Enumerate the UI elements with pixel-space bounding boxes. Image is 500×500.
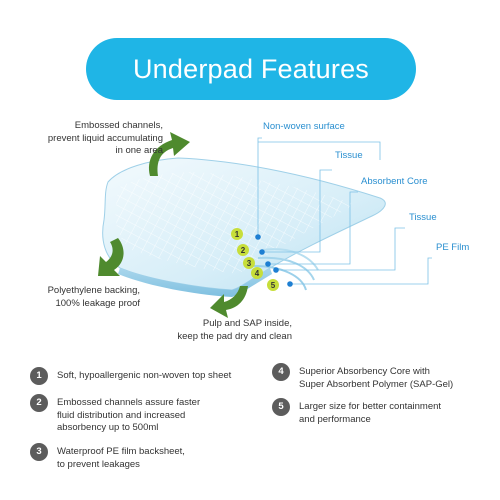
feature-item-4: 4 Superior Absorbency Core with Super Ab… (272, 363, 494, 391)
feature-text: Larger size for better containment and p… (299, 401, 442, 425)
number-badge-icon: 2 (30, 394, 48, 412)
number-badge-icon: 5 (272, 398, 290, 416)
leader-lines (257, 137, 432, 285)
layer-badge-3: 3 (247, 259, 252, 268)
page-title: Underpad Features (132, 53, 370, 84)
number-badge-icon: 3 (30, 443, 48, 461)
layer-label-5: PE Film (436, 242, 470, 253)
curved-arrow-icon (98, 238, 124, 276)
feature-text: Superior Absorbency Core with Super Abso… (299, 366, 454, 390)
layer-dot-icon (265, 261, 271, 267)
number-badge-icon: 4 (272, 363, 290, 381)
curved-arrow-icon (210, 286, 248, 318)
feature-item-3: 3 Waterproof PE film backsheet, to preve… (30, 443, 250, 471)
layer-label-2: Tissue (335, 150, 363, 161)
layer-badge-2: 2 (241, 246, 246, 255)
underpad-shape (102, 157, 386, 297)
layer-badge-1: 1 (235, 230, 240, 239)
layer-dot-icon (287, 281, 293, 287)
feature-item-1: 1 Soft, hypoallergenic non-woven top she… (30, 367, 270, 385)
number-badge-icon (237, 244, 249, 256)
layer-badge-5: 5 (271, 281, 276, 290)
feature-text: Soft, hypoallergenic non-woven top sheet (57, 370, 232, 381)
callout-pulp: Pulp and SAP inside, keep the pad dry an… (177, 318, 292, 342)
feature-item-2: 2 Embossed channels assure faster fluid … (30, 394, 250, 435)
number-badge-icon (267, 279, 279, 291)
layer-label-4: Tissue (409, 212, 437, 223)
layer-dot-icon (273, 267, 279, 273)
layer-badge-4: 4 (255, 269, 260, 278)
number-badge-icon (231, 228, 243, 240)
callout-embossed: Embossed channels, prevent liquid accumu… (47, 120, 163, 156)
layer-label-3: Absorbent Core (361, 176, 428, 187)
feature-text: Embossed channels assure faster fluid di… (57, 397, 201, 433)
number-badge-icon (251, 267, 263, 279)
layer-label-1: Non-woven surface (263, 121, 345, 132)
curved-arrow-icon (148, 132, 190, 176)
layer-dot-icon (259, 249, 265, 255)
layer-dot-icon (255, 234, 261, 240)
feature-text: Waterproof PE film backsheet, to prevent… (57, 446, 185, 470)
underpad-diagram: 1 2 3 4 5 (98, 132, 432, 318)
callout-backing: Polyethylene backing, 100% leakage proof (47, 285, 140, 309)
feature-item-5: 5 Larger size for better containment and… (272, 398, 494, 426)
number-badge-icon: 1 (30, 367, 48, 385)
title-banner: Underpad Features (86, 38, 416, 100)
number-badge-icon (243, 257, 255, 269)
